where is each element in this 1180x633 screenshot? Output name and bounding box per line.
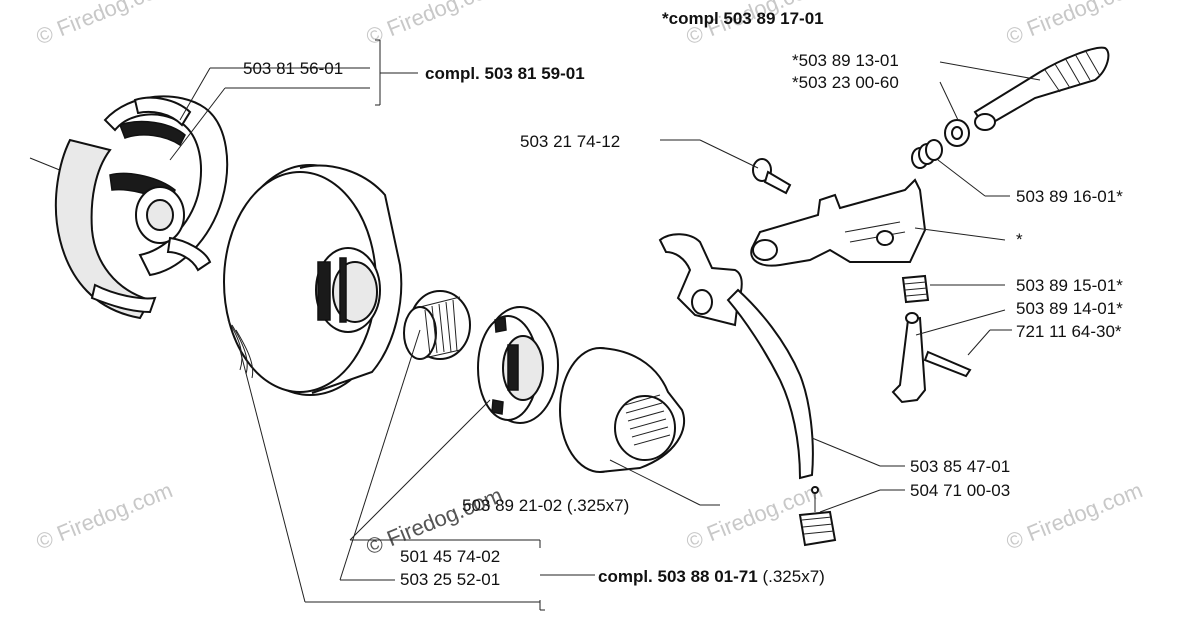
label-drum-rim: 503 89 21-02 (.325x7) [462,496,629,515]
oil-pump-assembly [658,46,1110,547]
label-clutch-compl: compl. 503 81 59-01 [425,64,585,83]
watermark: © Firedog.com [33,0,176,50]
screw-part [752,158,792,195]
hub-sprocket [559,347,686,473]
rim-sprocket [477,306,559,424]
label-pump-hose: 503 85 47-01 [910,457,1010,476]
needle-bearing [403,290,471,360]
label-pump-p3: 503 89 16-01* [1016,187,1123,206]
label-drum-compl-suffix: (.325x7) [758,567,825,586]
label-pump-p4: 503 89 15-01* [1016,276,1123,295]
filter-part [798,486,837,547]
label-pump-p1: *503 89 13-01 [792,51,899,70]
label-drum-p2: 503 25 52-01 [400,570,500,589]
leader-lines [169,39,1041,611]
clutch-shoe-assembly [29,95,229,320]
watermark: © Firedog.com [1003,477,1146,554]
label-drum-compl: compl. 503 88 01-71 (.325x7) [598,567,825,586]
label-pump-p6: 721 11 64-30* [1016,322,1122,341]
label-pump-p5: 503 89 14-01* [1016,299,1123,318]
label-compl-top: *compl 503 89 17-01 [662,9,824,28]
label-pump-filter: 504 71 00-03 [910,481,1010,500]
label-pump-p2: *503 23 00-60 [792,73,899,92]
clutch-drum [223,164,403,396]
label-pump-screw: 503 21 74-12 [520,132,620,151]
watermark: © Firedog.com [33,477,176,554]
spring-part [911,139,943,169]
label-pump-star: * [1016,230,1023,249]
label-drum-p1: 501 45 74-02 [400,547,500,566]
labels: *compl 503 89 17-01 503 81 56-01 compl. … [243,9,1123,589]
watermark: © Firedog.com [363,0,506,50]
label-clutch-part: 503 81 56-01 [243,59,343,78]
label-drum-compl-bold: compl. 503 88 01-71 [598,567,758,586]
watermark: © Firedog.com [1003,0,1146,50]
